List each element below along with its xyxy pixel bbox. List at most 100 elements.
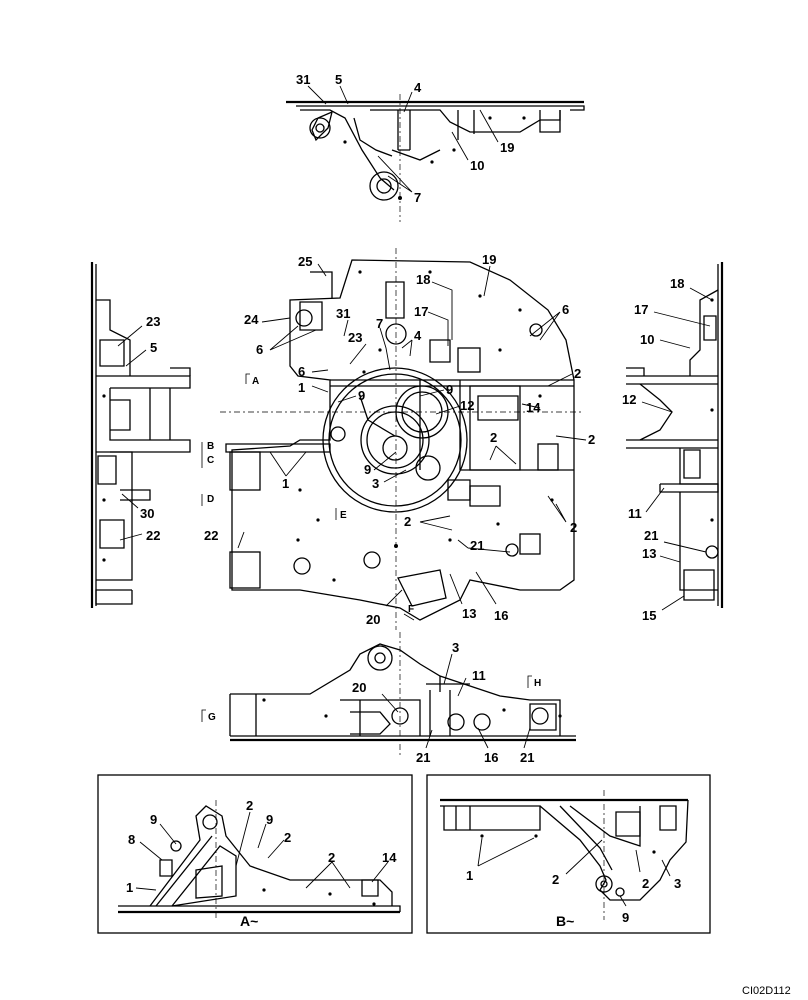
callout-19: 19 (482, 252, 496, 267)
bottom-view (229, 632, 576, 756)
bottom-view-labels: 3 11 20 21 16 21 (352, 640, 534, 765)
callout-16: 16 (494, 608, 508, 623)
callout-25: 25 (298, 254, 312, 269)
callout-21: 21 (416, 750, 430, 765)
callout-2: 2 (404, 514, 411, 529)
view-flag-d: D (207, 494, 214, 505)
callout-19: 19 (500, 140, 514, 155)
callout-3: 3 (452, 640, 459, 655)
callout-15: 15 (642, 608, 656, 623)
bottom-view-flags: G H (201, 675, 541, 723)
view-flag-h: H (534, 678, 541, 689)
callout-1: 1 (282, 476, 289, 491)
callout-2: 2 (588, 432, 595, 447)
callout-2: 2 (574, 366, 581, 381)
callout-13: 13 (462, 606, 476, 621)
callout-9: 9 (446, 382, 453, 397)
left-view (90, 262, 191, 608)
callout-30: 30 (140, 506, 154, 521)
top-view (286, 94, 585, 222)
callout-4: 4 (414, 328, 422, 343)
callout-13: 13 (642, 546, 656, 561)
callout-16: 16 (484, 750, 498, 765)
callout-9: 9 (364, 462, 371, 477)
main-view-flags: A B C D E F (201, 373, 415, 621)
callout-9: 9 (358, 388, 365, 403)
callout-12: 12 (460, 398, 474, 413)
callout-3: 3 (372, 476, 379, 491)
callout-23: 23 (348, 330, 362, 345)
callout-7: 7 (376, 316, 383, 331)
callout-2: 2 (328, 850, 335, 865)
callout-21: 21 (470, 538, 484, 553)
callout-1: 1 (126, 880, 133, 895)
callout-5: 5 (150, 340, 157, 355)
callout-31: 31 (296, 72, 310, 87)
view-flag-g: G (208, 712, 216, 723)
view-flag-e: E (340, 510, 347, 521)
callout-12: 12 (622, 392, 636, 407)
callout-3: 3 (674, 876, 681, 891)
callout-6: 6 (298, 364, 305, 379)
callout-20: 20 (366, 612, 380, 627)
callout-2: 2 (246, 798, 253, 813)
callout-11: 11 (628, 506, 642, 521)
callout-9: 9 (266, 812, 273, 827)
callout-11: 11 (472, 668, 486, 683)
detail-a-caption: A~ (240, 913, 258, 929)
callout-2: 2 (490, 430, 497, 445)
callout-9: 9 (622, 910, 629, 925)
callout-10: 10 (640, 332, 654, 347)
right-view (626, 262, 724, 608)
callout-21: 21 (520, 750, 534, 765)
callout-1: 1 (466, 868, 473, 883)
detail-b-leaders (477, 837, 671, 907)
left-view-leaders (117, 325, 147, 541)
view-flag-a: A (252, 376, 259, 387)
detail-b-labels: 1 2 2 3 9 B~ (466, 868, 681, 929)
detail-a-leaders (135, 811, 389, 891)
callout-17: 17 (414, 304, 428, 319)
callout-9: 9 (150, 812, 157, 827)
bottom-view-leaders (381, 653, 531, 749)
main-view-leaders (237, 263, 587, 607)
callout-4: 4 (414, 80, 422, 95)
callout-5: 5 (335, 72, 342, 87)
callout-14: 14 (526, 400, 541, 415)
callout-18: 18 (416, 272, 430, 287)
detail-b (426, 774, 711, 934)
callout-20: 20 (352, 680, 366, 695)
callout-21: 21 (644, 528, 658, 543)
left-view-labels: 23 5 30 22 (140, 314, 160, 543)
callout-18: 18 (670, 276, 684, 291)
top-view-labels: 31 5 4 19 10 7 (296, 72, 514, 205)
callout-31: 31 (336, 306, 350, 321)
callout-22: 22 (146, 528, 160, 543)
main-view-labels: 25 19 18 17 24 6 31 7 23 4 6 6 9 9 2 12 … (204, 252, 595, 627)
callout-10: 10 (470, 158, 484, 173)
view-flag-b: B (207, 441, 214, 452)
callout-6: 6 (256, 342, 263, 357)
callout-17: 17 (634, 302, 648, 317)
right-view-labels: 18 17 10 12 11 21 13 15 (622, 276, 684, 623)
view-flag-f: F (408, 604, 414, 615)
drawing-code: CI02D112 (742, 985, 791, 997)
callout-23: 23 (146, 314, 160, 329)
callout-1: 1 (298, 380, 305, 395)
right-view-leaders (641, 287, 713, 611)
detail-a-labels: 9 2 9 2 8 2 14 1 A~ (126, 798, 397, 929)
callout-6: 6 (562, 302, 569, 317)
detail-b-caption: B~ (556, 913, 574, 929)
callout-7: 7 (414, 190, 421, 205)
callout-2: 2 (284, 830, 291, 845)
view-flag-c: C (207, 455, 214, 466)
top-view-leaders (307, 85, 499, 193)
callout-24: 24 (244, 312, 259, 327)
callout-2: 2 (552, 872, 559, 887)
callout-22: 22 (204, 528, 218, 543)
callout-2: 2 (642, 876, 649, 891)
main-view (220, 248, 582, 630)
detail-a (97, 774, 413, 934)
callout-2: 2 (570, 520, 577, 535)
